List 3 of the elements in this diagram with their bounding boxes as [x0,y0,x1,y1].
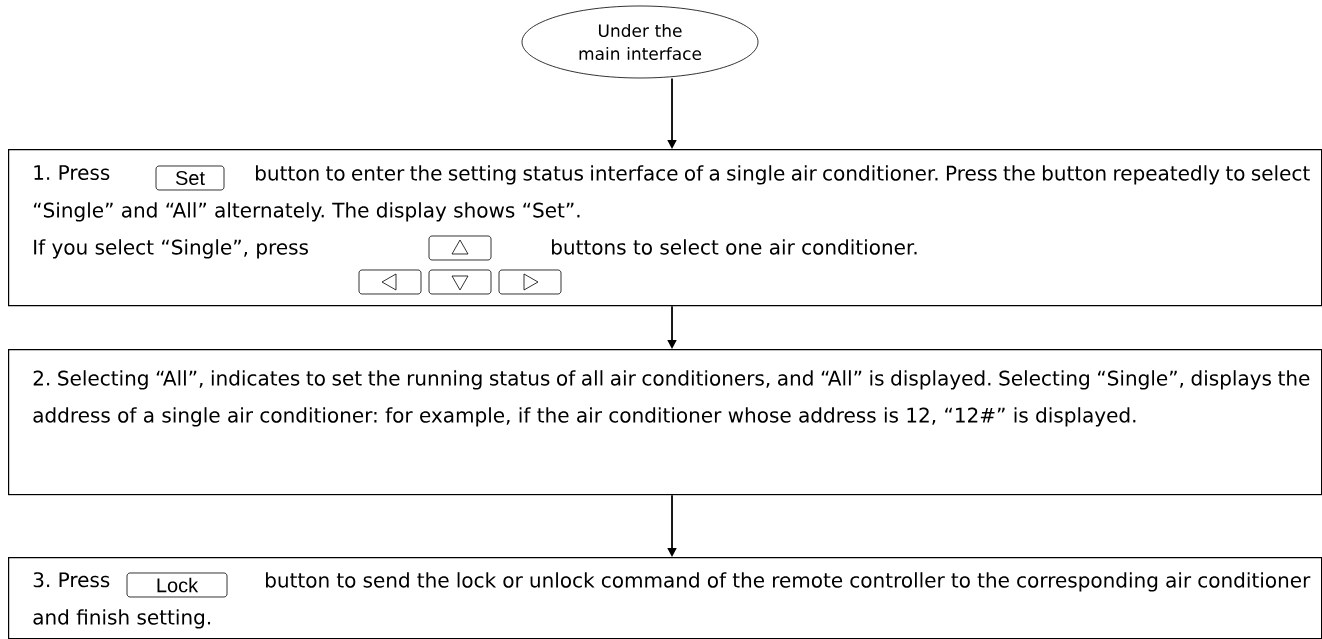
step-box: 2. Selecting “All”, indicates to set the running status of all air conditioners, and “All” is displayed. Selecting “Single”, displays the address of a single air conditioner: for example, if the air conditioner whose address is 12, “12#” is displayed. [8,349,1322,496]
key-button: Lock [126,572,228,598]
key-button: Set [155,165,225,191]
